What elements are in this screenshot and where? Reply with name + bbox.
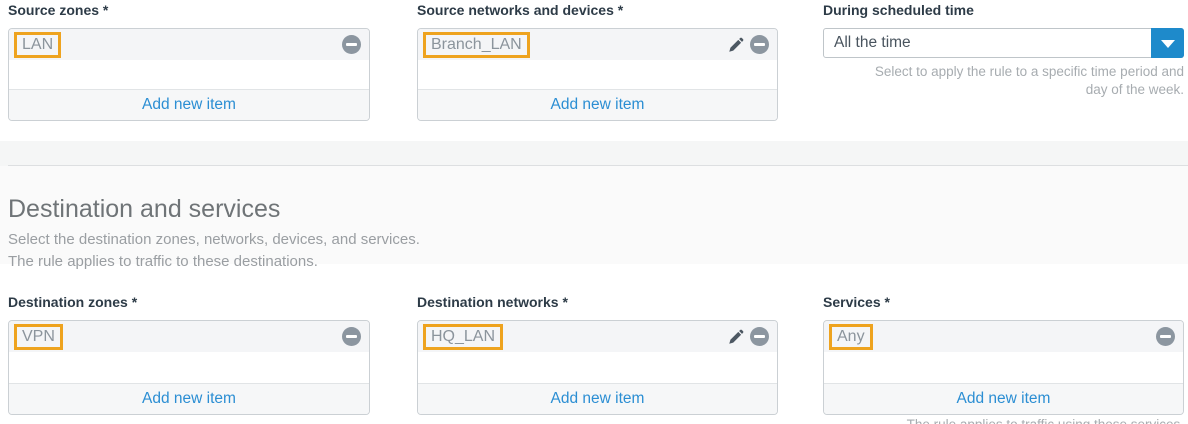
source-zones-listbox: LAN Add new item — [8, 28, 370, 121]
source-networks-listbox: Branch_LAN Add new item — [417, 28, 778, 121]
label-text: During scheduled time — [823, 2, 974, 18]
description-line: The rule applies to traffic to these des… — [8, 253, 318, 270]
minus-circle-icon[interactable] — [750, 35, 769, 54]
destination-zones-label: Destination zones * — [8, 294, 370, 310]
item-value-highlight: Any — [829, 323, 873, 350]
description-line: Select the destination zones, networks, … — [8, 231, 420, 248]
required-mark: * — [562, 294, 568, 310]
minus-circle-icon[interactable] — [1156, 327, 1175, 346]
section-title: Destination and services — [8, 195, 281, 223]
list-item: HQ_LAN — [418, 321, 777, 352]
listbox-empty-area — [418, 352, 777, 383]
list-item: LAN — [9, 29, 369, 60]
label-text: Source networks and devices — [417, 2, 614, 18]
item-actions — [727, 327, 769, 346]
services-help-text: The rule applies to traffic using these … — [823, 416, 1184, 424]
add-new-item-button[interactable]: Add new item — [824, 383, 1183, 414]
listbox-empty-area — [9, 60, 369, 89]
item-actions — [727, 35, 769, 54]
pencil-icon[interactable] — [727, 36, 745, 54]
item-actions — [1156, 327, 1175, 346]
add-new-item-button[interactable]: Add new item — [418, 89, 777, 120]
minus-circle-icon[interactable] — [342, 35, 361, 54]
listbox-empty-area — [9, 352, 369, 383]
list-item: VPN — [9, 321, 369, 352]
schedule-help-text: Select to apply the rule to a specific t… — [823, 63, 1184, 99]
item-value-highlight: HQ_LAN — [423, 323, 504, 350]
source-zones-label: Source zones * — [8, 2, 370, 18]
add-new-item-button[interactable]: Add new item — [9, 89, 369, 120]
destination-zones-listbox: VPN Add new item — [8, 320, 370, 415]
destination-section-header: Destination and services Select the dest… — [8, 195, 420, 273]
schedule-dropdown[interactable]: All the time — [823, 28, 1184, 58]
help-line: day of the week. — [1085, 82, 1184, 97]
services-label: Services * — [823, 294, 1184, 310]
add-new-item-button[interactable]: Add new item — [418, 383, 777, 414]
destination-networks-field: Destination networks * HQ_LAN Add new it… — [417, 294, 778, 415]
destination-networks-listbox: HQ_LAN Add new item — [417, 320, 778, 415]
section-divider — [0, 141, 1188, 166]
source-networks-label: Source networks and devices * — [417, 2, 778, 18]
divider-line — [8, 165, 1188, 166]
source-zones-field: Source zones * LAN Add new item — [8, 2, 370, 121]
destination-networks-label: Destination networks * — [417, 294, 778, 310]
label-text: Destination networks — [417, 294, 559, 310]
item-actions — [342, 327, 361, 346]
list-item: Branch_LAN — [418, 29, 777, 60]
add-new-item-button[interactable]: Add new item — [9, 383, 369, 414]
services-listbox: Any Add new item — [823, 320, 1184, 415]
section-description: Select the destination zones, networks, … — [8, 229, 420, 273]
schedule-field: During scheduled time All the time Selec… — [823, 2, 1184, 99]
item-actions — [342, 35, 361, 54]
schedule-dropdown-value: All the time — [834, 34, 911, 51]
destination-zones-field: Destination zones * VPN Add new item — [8, 294, 370, 415]
required-mark: * — [131, 294, 138, 310]
listbox-empty-area — [824, 352, 1183, 383]
help-line: Select to apply the rule to a specific t… — [874, 64, 1184, 79]
destination-section-background — [0, 166, 1188, 264]
item-value-highlight: VPN — [14, 323, 63, 350]
list-item: Any — [824, 321, 1183, 352]
schedule-label: During scheduled time — [823, 2, 1184, 18]
required-mark: * — [884, 294, 890, 310]
item-value-highlight: LAN — [14, 31, 62, 58]
label-text: Services — [823, 294, 881, 310]
minus-circle-icon[interactable] — [750, 327, 769, 346]
label-text: Destination zones — [8, 294, 128, 310]
required-mark: * — [102, 2, 109, 18]
label-text: Source zones — [8, 2, 100, 18]
item-value-highlight: Branch_LAN — [423, 31, 530, 58]
services-field: Services * Any Add new item — [823, 294, 1184, 415]
minus-circle-icon[interactable] — [342, 327, 361, 346]
pencil-icon[interactable] — [727, 328, 745, 346]
chevron-down-icon[interactable] — [1151, 28, 1184, 58]
required-mark: * — [617, 2, 624, 18]
source-networks-field: Source networks and devices * Branch_LAN… — [417, 2, 778, 121]
listbox-empty-area — [418, 60, 777, 89]
